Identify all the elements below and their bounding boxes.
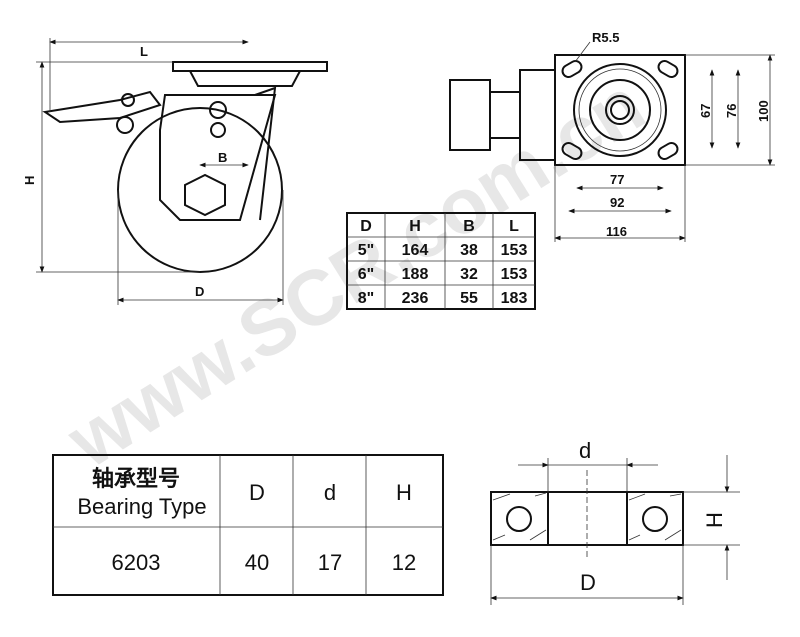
- bearing-cell-D: 40: [245, 550, 269, 575]
- dim-D: D: [195, 284, 204, 299]
- dim-92: 92: [610, 195, 624, 210]
- size-cell: 55: [460, 290, 478, 307]
- top-plate: [554, 54, 686, 166]
- dim-67: 67: [698, 104, 713, 118]
- size-header-D: D: [360, 218, 372, 235]
- bearing-header-D: D: [249, 480, 265, 505]
- size-header-H: H: [409, 218, 421, 235]
- bearing-section-view: d H D: [490, 438, 740, 605]
- bearing-table: 轴承型号 Bearing Type D d H 6203 40 17 12: [52, 454, 444, 596]
- bearing-cell-d: 17: [318, 550, 342, 575]
- bearing-type-header-en: Bearing Type: [77, 494, 206, 519]
- size-cell: 236: [402, 290, 429, 307]
- dim-B: B: [218, 150, 227, 165]
- size-cell: 153: [501, 266, 528, 283]
- size-cell: 183: [501, 290, 528, 307]
- dim-77: 77: [610, 172, 624, 187]
- dim-L: L: [140, 44, 148, 59]
- bearing-cell-type: 6203: [112, 550, 161, 575]
- caster-side-view: L H B D: [22, 38, 328, 305]
- bearing-dim-H: H: [702, 512, 727, 528]
- size-cell: 32: [460, 266, 478, 283]
- wheel: [117, 107, 283, 273]
- bearing-header-H: H: [396, 480, 412, 505]
- bearing-type-header-cn: 轴承型号: [92, 466, 180, 491]
- dim-76: 76: [724, 104, 739, 118]
- size-cell: 153: [501, 242, 528, 259]
- size-cell: 6": [358, 266, 374, 283]
- size-header-L: L: [509, 218, 519, 235]
- slot-radius-label: R5.5: [592, 30, 619, 45]
- brake-lever: [42, 90, 162, 124]
- dim-100: 100: [756, 100, 771, 122]
- bearing-dim-d: d: [579, 438, 591, 463]
- bearing-dim-D: D: [580, 570, 596, 595]
- size-header-B: B: [463, 218, 475, 235]
- size-cell: 8": [358, 290, 374, 307]
- size-table: D H B L 5" 164 38 153 6" 188 32 153 8" 2…: [346, 212, 536, 310]
- size-cell: 38: [460, 242, 478, 259]
- dim-H: H: [22, 176, 37, 185]
- axle-nut: [184, 173, 226, 217]
- size-cell: 188: [402, 266, 429, 283]
- watermark: www.SCR.com.cn: [52, 60, 659, 485]
- fork: [159, 94, 277, 221]
- dim-116: 116: [606, 224, 627, 239]
- size-cell: 5": [358, 242, 374, 259]
- mounting-plate-view: R5.5 67 76 100 77 92 116: [449, 30, 775, 242]
- bearing-header-d: d: [324, 480, 336, 505]
- size-cell: 164: [402, 242, 429, 259]
- bearing-cell-H: 12: [392, 550, 416, 575]
